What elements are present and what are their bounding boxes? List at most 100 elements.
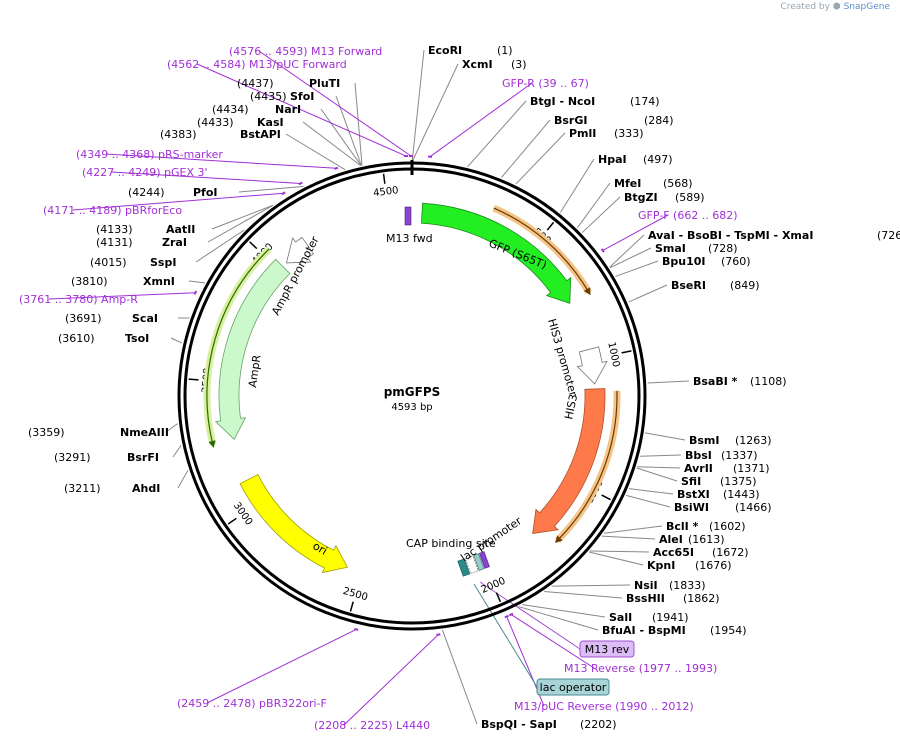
his3-label: HIS3 xyxy=(562,393,580,421)
site-label-left[interactable]: AhdI xyxy=(132,482,160,495)
site-label-right[interactable]: BsmI xyxy=(689,434,720,447)
primer-label[interactable]: (4227 .. 4249) pGEX 3' xyxy=(82,166,208,179)
site-label-right[interactable]: HpaI xyxy=(598,153,627,166)
site-label-left[interactable]: AatII xyxy=(166,223,195,236)
credit-brand: SnapGene xyxy=(843,2,890,12)
site-label-right[interactable]: SmaI xyxy=(655,242,686,255)
ori-label: ori xyxy=(311,539,330,557)
m13-fwd-feature[interactable] xyxy=(404,206,412,226)
site-label-left[interactable]: PfoI xyxy=(193,186,218,199)
site-label-left[interactable]: BsrFI xyxy=(127,451,159,464)
primer-label[interactable]: (2208 .. 2225) L4440 xyxy=(314,719,430,732)
site-position: (568) xyxy=(663,177,693,190)
site-name: PluTI xyxy=(309,77,340,90)
site-label-left[interactable]: SfoI xyxy=(290,90,314,103)
lac-operator-feature[interactable] xyxy=(473,553,485,571)
site-position: (4131) xyxy=(96,236,133,249)
site-label-right[interactable]: MfeI xyxy=(614,177,641,190)
site-label-left[interactable]: SspI xyxy=(150,256,176,269)
site-label-left[interactable]: NmeAIII xyxy=(120,426,169,439)
site-label-right[interactable]: XcmI xyxy=(462,58,493,71)
primer-label[interactable]: GFP-F (662 .. 682) xyxy=(638,209,738,222)
primer-label[interactable]: (2459 .. 2478) pBR322ori-F xyxy=(177,697,327,710)
primer-label[interactable]: GFP-R (39 .. 67) xyxy=(502,77,589,90)
site-label-left[interactable]: ZraI xyxy=(162,236,187,249)
site-label-right[interactable]: BclI * xyxy=(666,520,699,533)
site-position: (333) xyxy=(614,127,644,140)
site-label-left[interactable]: ScaI xyxy=(132,312,158,325)
cap-binding-site-feature[interactable] xyxy=(457,558,471,577)
site-position: (3810) xyxy=(71,275,108,288)
site-label-right[interactable]: Acc65I xyxy=(653,546,694,559)
site-label-right[interactable]: BsaBI * xyxy=(693,375,738,388)
site-leader xyxy=(544,591,623,599)
site-name: BtgZI xyxy=(624,191,658,204)
site-name: HpaI xyxy=(598,153,627,166)
m13-rev-box[interactable]: M13 rev xyxy=(579,640,635,658)
site-leader xyxy=(302,121,362,167)
site-label-right[interactable]: AvrII xyxy=(684,462,713,475)
site-label-left[interactable]: PluTI xyxy=(309,77,340,90)
site-label-right[interactable]: BstXI xyxy=(677,488,710,501)
site-position: (760) xyxy=(721,255,751,268)
site-label-right[interactable]: BsrGI xyxy=(554,114,587,127)
site-label-left[interactable]: XmnI xyxy=(143,275,175,288)
site-leader xyxy=(601,535,656,540)
site-label-right[interactable]: BseRI xyxy=(671,279,706,292)
ampr-feature[interactable] xyxy=(214,258,291,440)
enzyme-labels-right: EcoRI(1)XcmI(3)BtgI - NcoI(174)BsrGI(284… xyxy=(428,44,900,731)
site-label-right[interactable]: BtgZI xyxy=(624,191,658,204)
primer-label[interactable]: (4562 .. 4584) M13/pUC Forward xyxy=(167,58,347,71)
primer-label[interactable]: (4349 .. 4368) pRS-marker xyxy=(76,148,223,161)
site-leader xyxy=(577,182,611,229)
his3-promoter-feature[interactable] xyxy=(576,346,608,385)
site-name: AleI xyxy=(659,533,683,546)
site-position: (4133) xyxy=(96,223,133,236)
site-position: (1833) xyxy=(669,579,706,592)
primer-label[interactable]: (3761 .. 3780) Amp-R xyxy=(19,293,138,306)
site-position: (1375) xyxy=(720,475,757,488)
m13-fwd-label: M13 fwd xyxy=(386,232,433,245)
m13-rev-feature[interactable] xyxy=(478,551,490,569)
site-label-right[interactable]: BfuAI - BspMI xyxy=(602,624,686,637)
his3-feature[interactable] xyxy=(532,388,606,535)
lac-operator-box[interactable]: lac operator xyxy=(536,678,610,696)
site-label-left[interactable]: TsoI xyxy=(125,332,149,345)
site-label-right[interactable]: BtgI - NcoI xyxy=(530,95,595,108)
primer-label[interactable]: (4171 .. 4189) pBRforEco xyxy=(43,204,182,217)
site-label-left[interactable]: KasI xyxy=(257,116,284,129)
site-label-right[interactable]: SfiI xyxy=(681,475,701,488)
site-label-right[interactable]: SalI xyxy=(609,611,632,624)
primer-label[interactable]: M13 Reverse (1977 .. 1993) xyxy=(564,662,717,675)
site-name: XcmI xyxy=(462,58,493,71)
site-label-right[interactable]: AleI xyxy=(659,533,683,546)
site-position: (3211) xyxy=(64,482,101,495)
site-label-left[interactable]: NarI xyxy=(275,103,301,116)
site-label-right[interactable]: NsiI xyxy=(634,579,658,592)
lac-promoter-feature[interactable] xyxy=(464,555,479,574)
site-label-right[interactable]: EcoRI xyxy=(428,44,462,57)
ampr-promoter-feature[interactable] xyxy=(285,236,315,264)
ori-feature[interactable] xyxy=(239,474,349,574)
site-label-right[interactable]: BsiWI xyxy=(674,501,709,514)
site-position: (1337) xyxy=(721,449,758,462)
primer-label[interactable]: M13/pUC Reverse (1990 .. 2012) xyxy=(514,700,694,713)
site-label-right[interactable]: AvaI - BsoBI - TspMI - XmaI xyxy=(648,229,813,242)
primer-label[interactable]: (4576 .. 4593) M13 Forward xyxy=(229,45,382,58)
gfp-s65t-feature[interactable] xyxy=(421,202,572,304)
site-label-right[interactable]: KpnI xyxy=(647,559,675,572)
site-name: BspQI xyxy=(481,718,517,731)
site-label-right[interactable]: Bpu10I xyxy=(662,255,706,268)
site-leader xyxy=(637,466,681,469)
site-name: Bpu10I xyxy=(662,255,706,268)
site-label-right[interactable]: BssHII xyxy=(626,592,665,605)
cap-lac-features[interactable] xyxy=(457,551,490,577)
site-leader xyxy=(518,606,599,631)
site-label-left[interactable]: BstAPI xyxy=(240,128,281,141)
site-label-right[interactable]: BbsI xyxy=(685,449,712,462)
site-label-right[interactable]: BspQI - SapI xyxy=(481,718,557,731)
enzyme-labels-left: (4437)PluTI(4435)SfoI(4434)NarI(4433)Kas… xyxy=(28,77,340,495)
site-name: BfuAI xyxy=(602,624,636,637)
site-label-right[interactable]: PmlI xyxy=(569,127,596,140)
